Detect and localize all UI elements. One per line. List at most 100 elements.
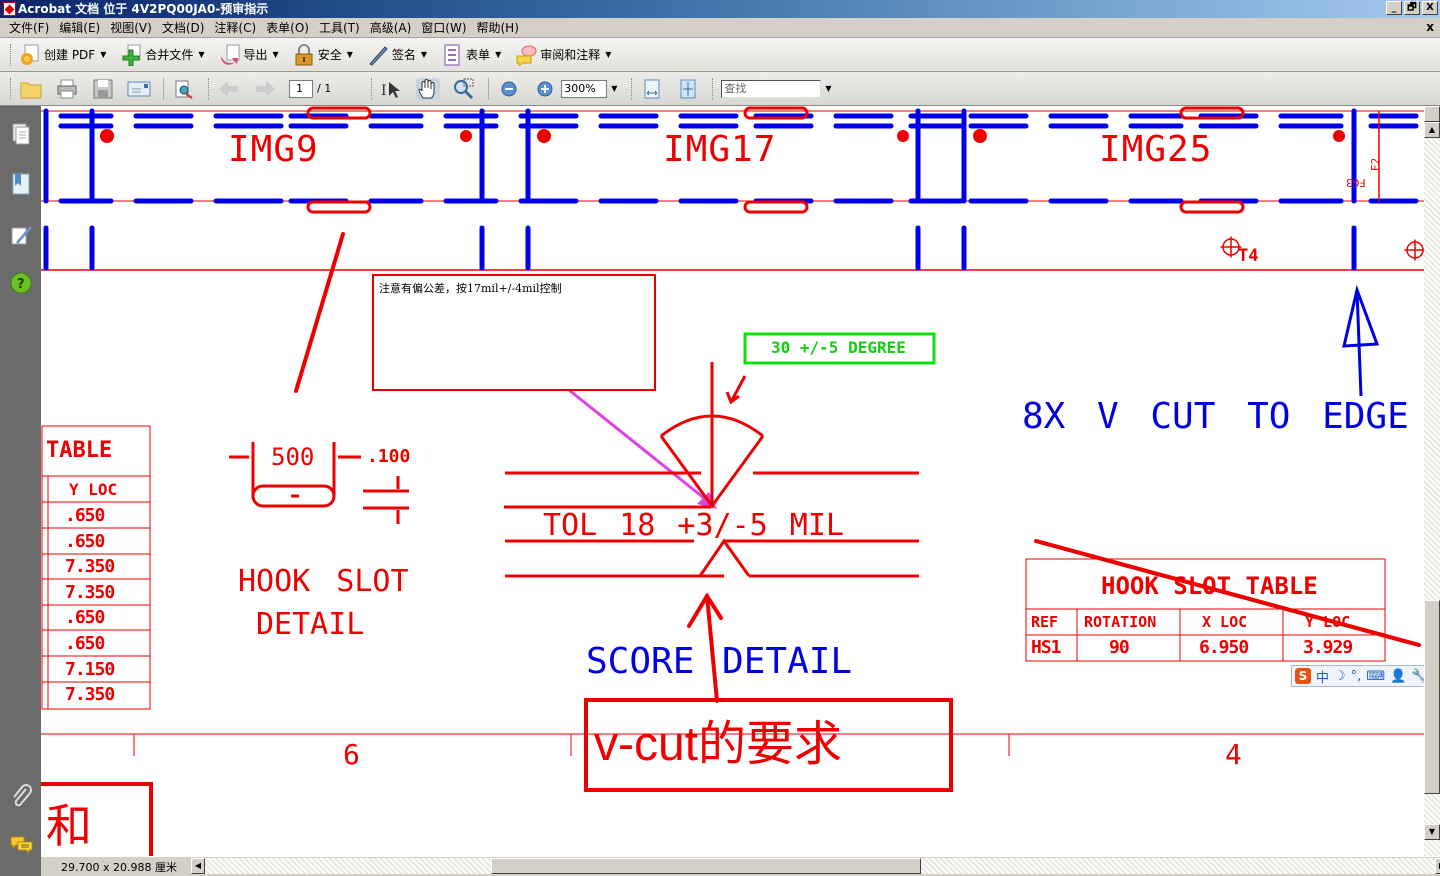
user-icon[interactable]: 👤: [1390, 668, 1407, 684]
create-pdf-button[interactable]: 创建 PDF▼: [19, 44, 106, 66]
previous-page-icon[interactable]: [217, 78, 241, 100]
marquee-zoom-icon[interactable]: [452, 78, 476, 100]
document-viewport[interactable]: IMG9 IMG17 IMG25 T4 FG3 F2 注意有偏公差，按17mil…: [41, 106, 1424, 856]
review-comment-button[interactable]: 审阅和注释▼: [515, 44, 611, 67]
open-folder-icon[interactable]: [19, 78, 43, 100]
sign-button[interactable]: 签名▼: [367, 44, 427, 66]
wrench-icon[interactable]: 🔧: [1411, 668, 1428, 684]
signatures-icon[interactable]: [10, 222, 32, 245]
label-fg3: FG3: [1346, 176, 1366, 189]
hook-slot-geometry: [229, 442, 409, 524]
select-text-icon[interactable]: I: [380, 78, 404, 100]
vertical-scroll-thumb[interactable]: [1424, 600, 1440, 794]
save-icon[interactable]: [91, 78, 115, 100]
menu-comments[interactable]: 注释(C): [214, 21, 257, 35]
search-document-icon[interactable]: [172, 78, 196, 100]
create-pdf-icon: [19, 44, 41, 66]
hook-slot-height: .100: [367, 446, 411, 467]
horizontal-scrollbar[interactable]: ◀ ▶: [191, 858, 1440, 874]
form-icon: [441, 44, 463, 66]
status-bar: 29.700 x 20.988 厘米 ◀ ▶: [41, 856, 1440, 876]
panel-label-img25: IMG25: [1099, 129, 1213, 170]
score-tolerance: TOL 18 +3/-5 MIL: [543, 508, 844, 543]
scroll-up-button[interactable]: [1424, 106, 1440, 122]
partial-note-box: [41, 782, 153, 856]
svg-text:I: I: [381, 83, 387, 99]
scroll-right-arrow-icon[interactable]: ▶: [1435, 858, 1440, 874]
partial-note-text[interactable]: 和: [46, 799, 92, 853]
sogou-logo-icon[interactable]: S: [1295, 668, 1311, 684]
score-geometry: [504, 362, 919, 578]
toolbar-grip[interactable]: [10, 43, 13, 66]
comments-icon[interactable]: [10, 834, 33, 856]
scroll-down-arrow-icon[interactable]: ▼: [1424, 824, 1440, 840]
pages-icon[interactable]: [10, 122, 32, 145]
hook-slot-table-title: HOOK SLOT TABLE: [1101, 572, 1318, 600]
zoom-dropdown-icon[interactable]: ▼: [611, 84, 618, 93]
zoom-in-icon[interactable]: [533, 78, 557, 100]
left-table-cell: 7.350: [65, 581, 115, 603]
hook-slot-title-1: HOOK SLOT: [238, 564, 409, 599]
menu-document[interactable]: 文档(D): [161, 21, 205, 35]
help-icon[interactable]: ?: [10, 272, 32, 294]
tolerance-note-text: 注意有偏公差，按17mil+/-4mil控制: [379, 282, 562, 295]
page-number-input[interactable]: 1: [289, 79, 313, 98]
tasks-toolbar: 创建 PDF▼ 合并文件▼ 导出▼ 安全▼ 签名▼ 表单▼ 审阅和注释▼: [0, 38, 1440, 72]
vertical-scrollbar[interactable]: ▲ ▼: [1424, 106, 1440, 856]
halfwidth-moon-icon[interactable]: ☽: [1334, 668, 1346, 684]
navigation-sidebar: ?: [0, 106, 41, 876]
lock-icon: [293, 43, 315, 66]
restore-button[interactable]: 🗗: [1404, 1, 1420, 15]
panel-label-img17: IMG17: [663, 129, 777, 170]
find-dropdown-icon[interactable]: ▼: [825, 84, 832, 93]
close-button[interactable]: X: [1422, 1, 1438, 15]
vcut-requirement-text[interactable]: v-cut的要求: [594, 718, 843, 771]
left-table-cell: .650: [65, 633, 105, 654]
export-button[interactable]: 导出▼: [219, 44, 279, 66]
keyboard-icon[interactable]: ⌨: [1366, 668, 1386, 684]
left-table-cell: .650: [65, 505, 105, 526]
pen-icon: [367, 44, 389, 66]
combine-files-icon: [120, 44, 142, 66]
zoom-out-icon[interactable]: [497, 78, 521, 100]
svg-text:?: ?: [17, 277, 25, 292]
tolerance-note[interactable]: 注意有偏公差，按17mil+/-4mil控制: [372, 274, 656, 391]
menu-view[interactable]: 视图(V): [110, 21, 152, 35]
combine-files-button[interactable]: 合并文件▼: [120, 44, 205, 66]
security-button[interactable]: 安全▼: [293, 43, 353, 66]
comment-icon: [515, 44, 537, 67]
punctuation-icon[interactable]: °,: [1350, 668, 1362, 684]
fit-width-icon[interactable]: [640, 78, 664, 100]
chinese-mode-icon[interactable]: 中: [1316, 670, 1330, 686]
toolbar-grip[interactable]: [10, 77, 13, 100]
fit-page-icon[interactable]: [676, 78, 700, 100]
scroll-up-arrow-icon[interactable]: ▲: [1424, 122, 1440, 138]
forms-button[interactable]: 表单▼: [441, 44, 501, 66]
menu-tools[interactable]: 工具(T): [318, 21, 360, 35]
menu-edit[interactable]: 编辑(E): [59, 21, 101, 35]
attachments-icon[interactable]: [10, 784, 32, 807]
label-f2: F2: [1369, 157, 1383, 172]
window-title-bar: Acrobat 文档 位于 4V2PQ00JA0-预审指示 _ 🗗 X: [0, 0, 1440, 18]
scroll-left-arrow-icon[interactable]: ◀: [191, 858, 205, 874]
zoom-level-input[interactable]: 300%: [561, 79, 608, 98]
email-icon[interactable]: [127, 78, 151, 100]
next-page-icon[interactable]: [253, 78, 277, 100]
menu-forms[interactable]: 表单(O): [266, 21, 309, 35]
print-icon[interactable]: [55, 78, 79, 100]
hook-slot-table-header: Y LOC: [1305, 613, 1351, 631]
hand-tool-icon[interactable]: [416, 77, 441, 100]
find-input[interactable]: 查找: [721, 79, 822, 98]
menu-help[interactable]: 帮助(H): [476, 21, 519, 35]
bookmarks-icon[interactable]: [10, 172, 32, 195]
menu-file[interactable]: 文件(F): [9, 21, 50, 35]
left-table-header: Y LOC: [69, 480, 118, 499]
menu-window[interactable]: 窗口(W): [421, 21, 467, 35]
minimize-button[interactable]: _: [1386, 1, 1402, 15]
horizontal-scroll-thumb[interactable]: [491, 858, 921, 874]
export-icon: [219, 44, 241, 66]
zone-border: [41, 733, 1424, 756]
document-close-button[interactable]: x: [1426, 20, 1434, 34]
menu-advanced[interactable]: 高级(A): [369, 21, 412, 35]
hook-slot-table-header: ROTATION: [1084, 613, 1157, 631]
